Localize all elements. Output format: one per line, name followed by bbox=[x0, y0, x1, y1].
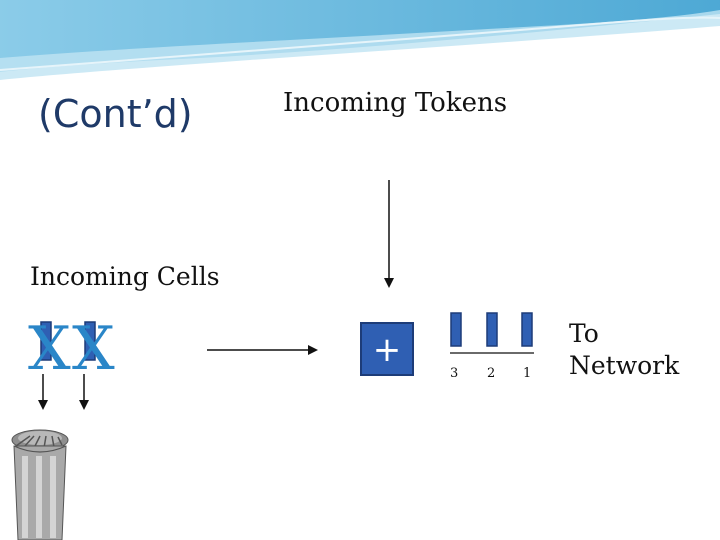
queue-number-3: 3 bbox=[450, 366, 459, 381]
plus-symbol: + bbox=[372, 330, 402, 370]
token-bar-3 bbox=[450, 312, 462, 347]
incoming-cells-label: Incoming Cells bbox=[30, 262, 220, 291]
token-bar-2 bbox=[486, 312, 498, 347]
queue-number-1: 1 bbox=[523, 366, 532, 381]
token-bucket-box bbox=[360, 322, 414, 376]
trash-can-icon bbox=[11, 429, 69, 540]
to-network-line-1: To bbox=[569, 319, 599, 348]
header-banner bbox=[0, 0, 720, 80]
discard-mark-1: X bbox=[28, 314, 71, 384]
discarded-cell-1 bbox=[40, 321, 52, 361]
incoming-tokens-label: Incoming Tokens bbox=[283, 88, 508, 118]
discarded-cell-2 bbox=[84, 321, 96, 361]
page-title: (Cont’d) bbox=[38, 92, 193, 136]
discard-mark-2: X bbox=[72, 314, 115, 384]
to-network-label: To Network bbox=[569, 318, 679, 382]
to-network-line-2: Network bbox=[569, 351, 680, 380]
token-bar-1 bbox=[521, 312, 533, 347]
queue-number-2: 2 bbox=[487, 366, 496, 381]
